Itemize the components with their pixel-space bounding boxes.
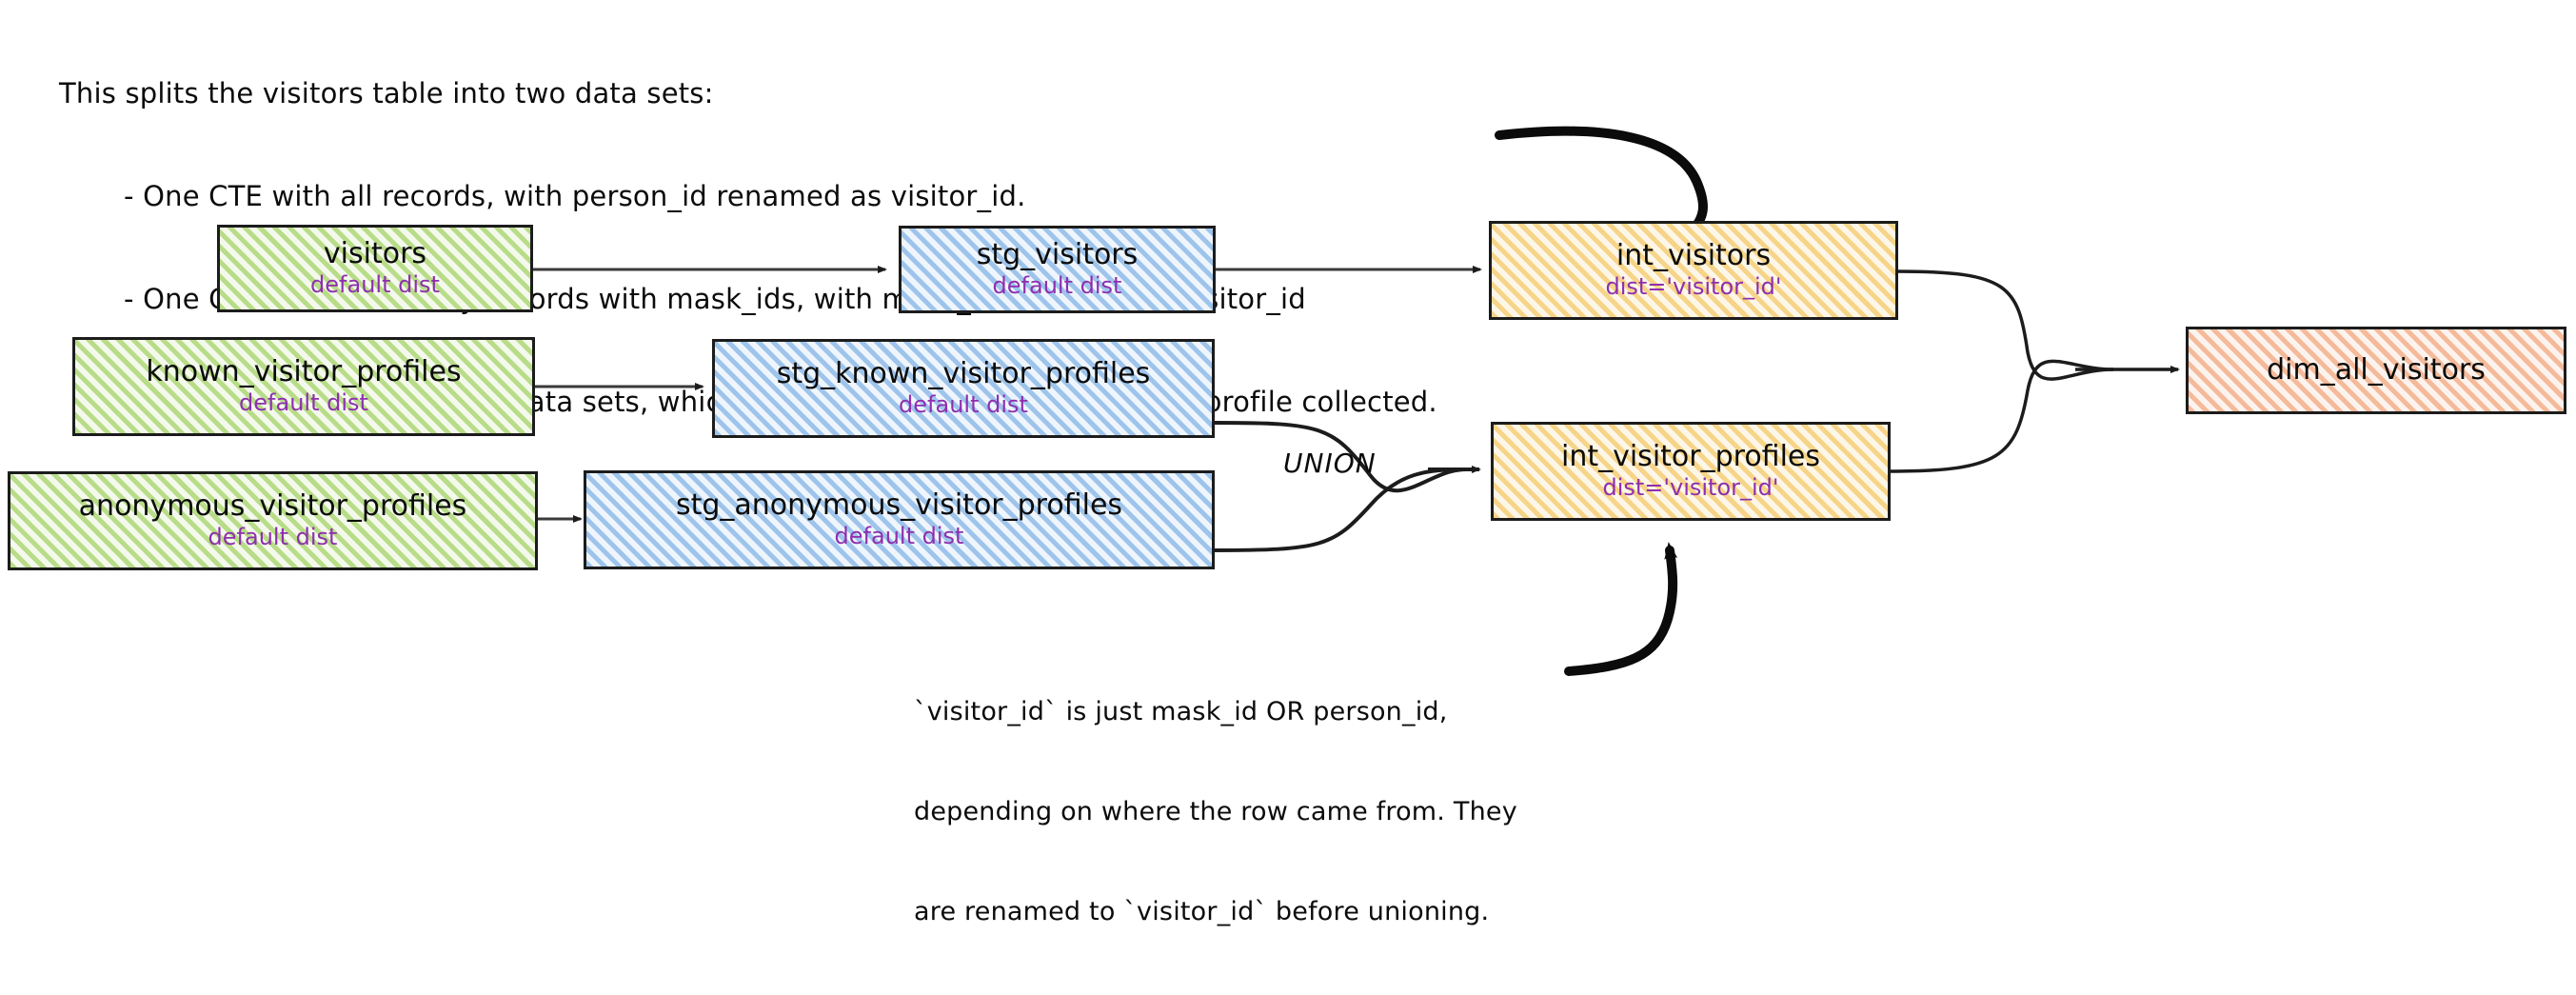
node-stg-anonymous-visitor-profiles[interactable]: stg_anonymous_visitor_profiles default d…	[584, 470, 1215, 569]
node-visitors-dist: default dist	[310, 271, 440, 299]
node-stg-anonymous-visitor-profiles-dist: default dist	[834, 523, 964, 550]
edge-stg-known-to-int-profiles	[1214, 421, 1467, 493]
callout-arrow-bottom	[1564, 542, 1678, 676]
callout-arrow-top	[1495, 126, 1708, 243]
node-int-visitors-title: int_visitors	[1615, 238, 1772, 272]
node-stg-visitors-title: stg_visitors	[976, 237, 1139, 271]
bottom-annotation-line-1: `visitor_id` is just mask_id OR person_i…	[914, 697, 1448, 726]
connector-layer	[533, 126, 2180, 676]
node-int-visitors[interactable]: int_visitors dist='visitor_id'	[1489, 221, 1898, 320]
node-stg-known-visitor-profiles-title: stg_known_visitor_profiles	[776, 356, 1151, 390]
node-anonymous-visitor-profiles-dist: default dist	[208, 524, 338, 551]
diagram-canvas: This splits the visitors table into two …	[8, 77, 2566, 926]
top-annotation-bullet-1: - One CTE with all records, with person_…	[124, 180, 1026, 212]
node-known-visitor-profiles-title: known_visitor_profiles	[146, 354, 462, 388]
edge-int-visitors-to-dim-all	[1895, 269, 2114, 381]
node-int-visitor-profiles-dist: dist='visitor_id'	[1602, 474, 1779, 502]
node-dim-all-visitors[interactable]: dim_all_visitors	[2186, 327, 2566, 414]
node-stg-visitors-dist: default dist	[992, 272, 1122, 300]
bottom-annotation: `visitor_id` is just mask_id OR person_i…	[914, 628, 1517, 995]
node-stg-known-visitor-profiles[interactable]: stg_known_visitor_profiles default dist	[712, 339, 1215, 438]
node-known-visitor-profiles[interactable]: known_visitor_profiles default dist	[72, 337, 535, 436]
node-visitors[interactable]: visitors default dist	[217, 225, 533, 312]
node-stg-anonymous-visitor-profiles-title: stg_anonymous_visitor_profiles	[675, 488, 1123, 522]
node-anonymous-visitor-profiles-title: anonymous_visitor_profiles	[78, 488, 467, 523]
node-visitors-title: visitors	[323, 236, 427, 270]
bottom-annotation-line-2: depending on where the row came from. Th…	[914, 797, 1517, 826]
edge-label-union: UNION	[1283, 448, 1377, 479]
edge-int-profiles-to-dim-all	[1889, 359, 2114, 473]
node-anonymous-visitor-profiles[interactable]: anonymous_visitor_profiles default dist	[8, 471, 538, 570]
node-stg-visitors[interactable]: stg_visitors default dist	[899, 226, 1216, 313]
edge-stg-anon-to-int-profiles	[1210, 468, 1467, 552]
node-int-visitor-profiles-title: int_visitor_profiles	[1560, 439, 1820, 473]
node-int-visitor-profiles[interactable]: int_visitor_profiles dist='visitor_id'	[1491, 422, 1891, 521]
node-known-visitor-profiles-dist: default dist	[239, 389, 368, 417]
top-annotation-lead: This splits the visitors table into two …	[59, 77, 714, 109]
node-int-visitors-dist: dist='visitor_id'	[1605, 273, 1782, 301]
node-dim-all-visitors-title: dim_all_visitors	[2267, 352, 2486, 387]
node-stg-known-visitor-profiles-dist: default dist	[899, 391, 1028, 419]
bottom-annotation-line-3: are renamed to `visitor_id` before union…	[914, 897, 1490, 926]
